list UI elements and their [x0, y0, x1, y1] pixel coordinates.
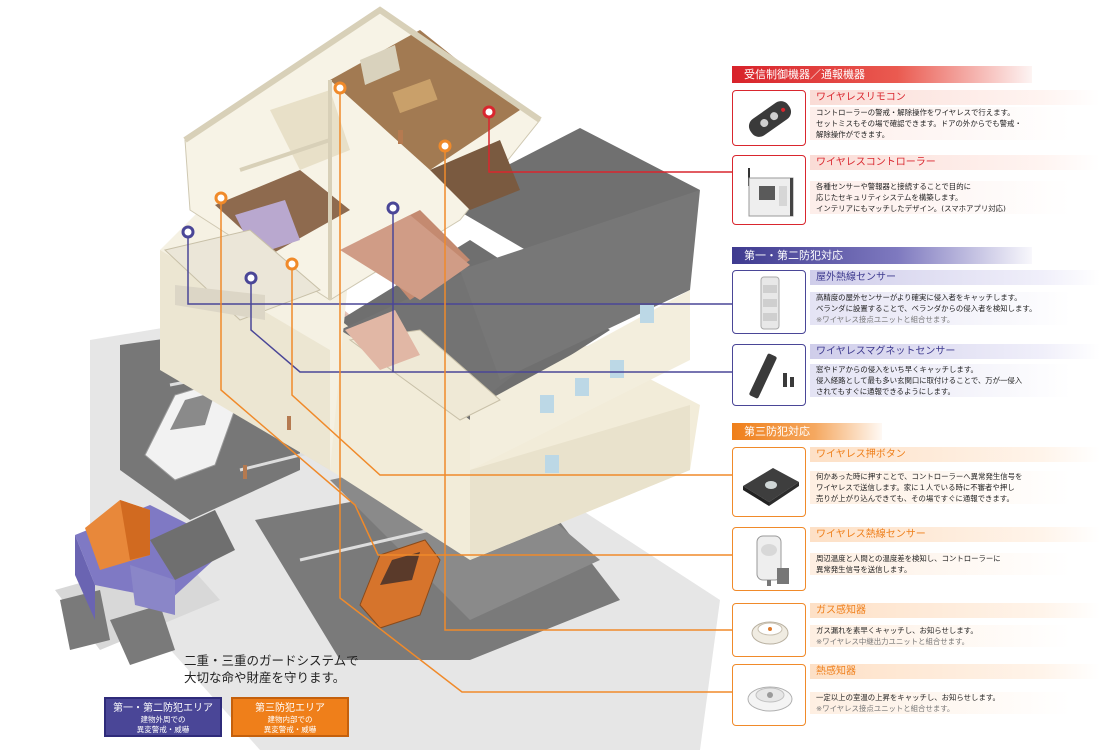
card-description: 何かあった時に押すことで、コントローラーへ異常発生信号をワイヤレスで送信します。… [810, 471, 1100, 504]
tagline: 二重・三重のガードシステムで 大切な命や財産を守ります。 [184, 653, 359, 685]
section-header-third: 第三防犯対応 [732, 423, 882, 440]
inset-house [55, 500, 235, 665]
line-to-push-button [291, 264, 732, 476]
line-to-gas-detector [444, 146, 732, 631]
wireless-heat-sensor-icon [732, 527, 806, 591]
magnet-sensor-icon [732, 344, 806, 406]
card-description: 周辺温度と人間との温度差を検知し、コントローラーに異常発生信号を送信します。 [810, 553, 1100, 575]
card-description: 高精度の屋外センサーがより確実に侵入者をキャッチします。ベランダに設置することで… [810, 292, 1100, 325]
line-to-heat-sensor [220, 198, 732, 556]
outdoor-sensor-marker [181, 225, 195, 239]
magnet-sensor-marker-2 [386, 201, 400, 215]
line-to-heat-detector [339, 88, 732, 693]
card-wireless-remote: ワイヤレスリモコン コントローラーの警戒・解除操作をワイヤレスで行えます。セット… [732, 90, 1100, 146]
card-title: ワイヤレスリモコン [810, 90, 1100, 105]
card-description: ガス漏れを素早くキャッチし、お知らせします。※ワイヤレス中継出力ユニットと組合せ… [810, 625, 1100, 647]
card-description: 窓やドアからの侵入をいち早くキャッチします。侵入経路として最も多い玄関口に取付け… [810, 364, 1100, 397]
card-title: ワイヤレス押ボタン [810, 447, 1100, 462]
heat-detector-marker [333, 81, 347, 95]
legend-third-area: 第三防犯エリア 建物内部での 異変警戒・威嚇 [231, 697, 349, 737]
wireless-controller-icon [732, 155, 806, 225]
legend-first-second-area: 第一・第二防犯エリア 建物外周での 異変警戒・威嚇 [104, 697, 222, 737]
card-title: ワイヤレス熱線センサー [810, 527, 1100, 542]
push-button-icon [732, 447, 806, 517]
card-title: ワイヤレスマグネットセンサー [810, 344, 1100, 359]
gas-detector-marker [438, 139, 452, 153]
section-header-first-second: 第一・第二防犯対応 [732, 247, 1032, 264]
magnet-sensor-marker [244, 271, 258, 285]
heat-detector-icon [732, 664, 806, 726]
card-outdoor-heat-sensor: 屋外熱線センサー 高精度の屋外センサーがより確実に侵入者をキャッチします。ベラン… [732, 270, 1100, 334]
card-wireless-heat-sensor: ワイヤレス熱線センサー 周辺温度と人間との温度差を検知し、コントローラーに異常発… [732, 527, 1100, 591]
card-title: ワイヤレスコントローラー [810, 155, 1100, 170]
card-description: 一定以上の室温の上昇をキャッチし、お知らせします。※ワイヤレス接点ユニットと組合… [810, 692, 1100, 714]
card-title: 屋外熱線センサー [810, 270, 1100, 285]
outdoor-heat-sensor-icon [732, 270, 806, 334]
card-wireless-magnet-sensor: ワイヤレスマグネットセンサー 窓やドアからの侵入をいち早くキャッチします。侵入経… [732, 344, 1100, 406]
card-description: コントローラーの警戒・解除操作をワイヤレスで行えます。セットミスもその場で確認で… [810, 107, 1100, 140]
card-heat-detector: 熱感知器 一定以上の室温の上昇をキャッチし、お知らせします。※ワイヤレス接点ユニ… [732, 664, 1100, 726]
heat-sensor-marker [214, 191, 228, 205]
section-header-receiver: 受信制御機器／通報機器 [732, 66, 1032, 83]
house-building [160, 6, 700, 560]
wireless-remote-icon [732, 90, 806, 146]
card-description: 各種センサーや警報器と接続することで目的に応じたセキュリティシステムを構築します… [810, 181, 1100, 214]
line-to-controller [488, 112, 732, 173]
line-to-outdoor-sensor [187, 232, 732, 305]
controller-marker [482, 105, 496, 119]
gas-detector-icon [732, 603, 806, 657]
line-to-magnet-sensor [250, 278, 732, 373]
card-gas-detector: ガス感知器 ガス漏れを素早くキャッチし、お知らせします。※ワイヤレス中継出力ユニ… [732, 603, 1100, 657]
card-wireless-controller: ワイヤレスコントローラー 各種センサーや警報器と接続することで目的に応じたセキュ… [732, 155, 1100, 225]
push-button-marker [285, 257, 299, 271]
card-wireless-push-button: ワイヤレス押ボタン 何かあった時に押すことで、コントローラーへ異常発生信号をワイ… [732, 447, 1100, 517]
card-title: ガス感知器 [810, 603, 1100, 618]
card-title: 熱感知器 [810, 664, 1100, 679]
